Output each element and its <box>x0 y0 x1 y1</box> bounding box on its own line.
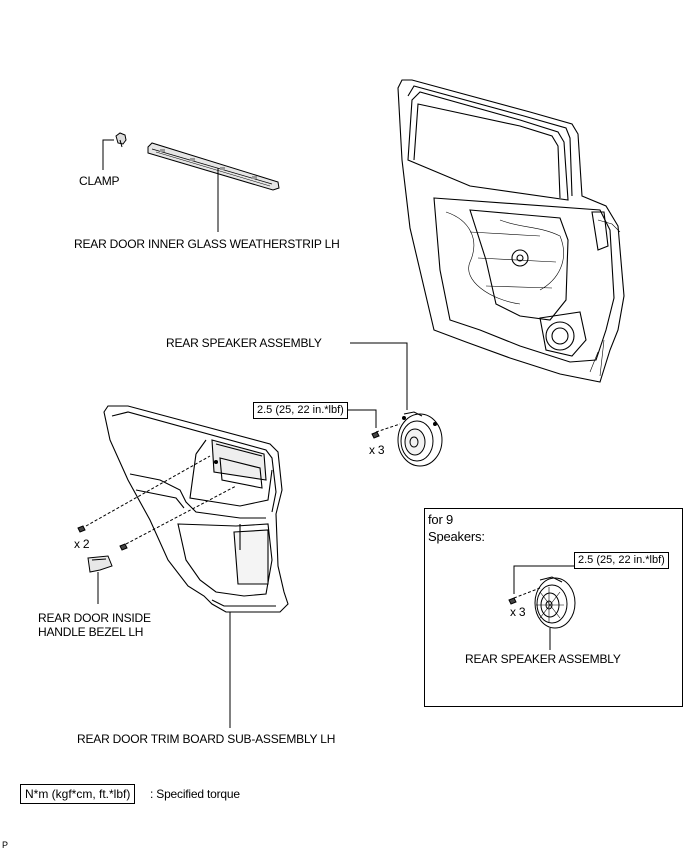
trim-board-label: REAR DOOR TRIM BOARD SUB-ASSEMBLY LH <box>77 732 336 746</box>
speaker-main-part <box>397 411 443 467</box>
speaker-inset-part <box>534 576 576 629</box>
trim-board-part <box>103 405 289 613</box>
speaker-main-screw <box>371 423 401 439</box>
inset-heading-line1: for 9 <box>428 512 454 527</box>
trim-screws <box>77 455 237 551</box>
nine-speaker-inset <box>424 508 683 707</box>
legend-unit-box: N*m (kgf*cm, ft.*lbf) <box>20 784 136 804</box>
torque-main-leader <box>342 409 377 428</box>
weatherstrip-label: REAR DOOR INNER GLASS WEATHERSTRIP LH <box>74 237 340 251</box>
bezel-label-line2: HANDLE BEZEL LH <box>38 625 144 639</box>
speaker-screw-qty: x 3 <box>369 443 385 457</box>
clamp-part <box>115 132 127 148</box>
door-body <box>397 79 625 383</box>
speaker-main-leader <box>350 342 408 410</box>
legend-description: : Specified torque <box>150 787 240 801</box>
bezel-label-line1: REAR DOOR INSIDE <box>38 611 151 625</box>
corner-mark: P <box>2 840 8 850</box>
handle-bezel-part <box>87 555 113 573</box>
torque-main-box: 2.5 (25, 22 in.*lbf) <box>253 402 348 419</box>
inset-heading-line2: Speakers: <box>428 529 485 544</box>
weatherstrip-part <box>147 142 280 191</box>
speaker-main-label: REAR SPEAKER ASSEMBLY <box>166 336 322 350</box>
torque-inset-box: 2.5 (25, 22 in.*lbf) <box>574 552 669 569</box>
speaker-inset-label: REAR SPEAKER ASSEMBLY <box>465 652 621 666</box>
torque-inset-leader <box>513 565 576 594</box>
clamp-label: CLAMP <box>79 174 120 188</box>
trim-screw-qty: x 2 <box>74 537 90 551</box>
inset-screw-qty: x 3 <box>510 605 526 619</box>
clamp-leader <box>102 139 114 170</box>
inset-screw <box>508 587 541 605</box>
